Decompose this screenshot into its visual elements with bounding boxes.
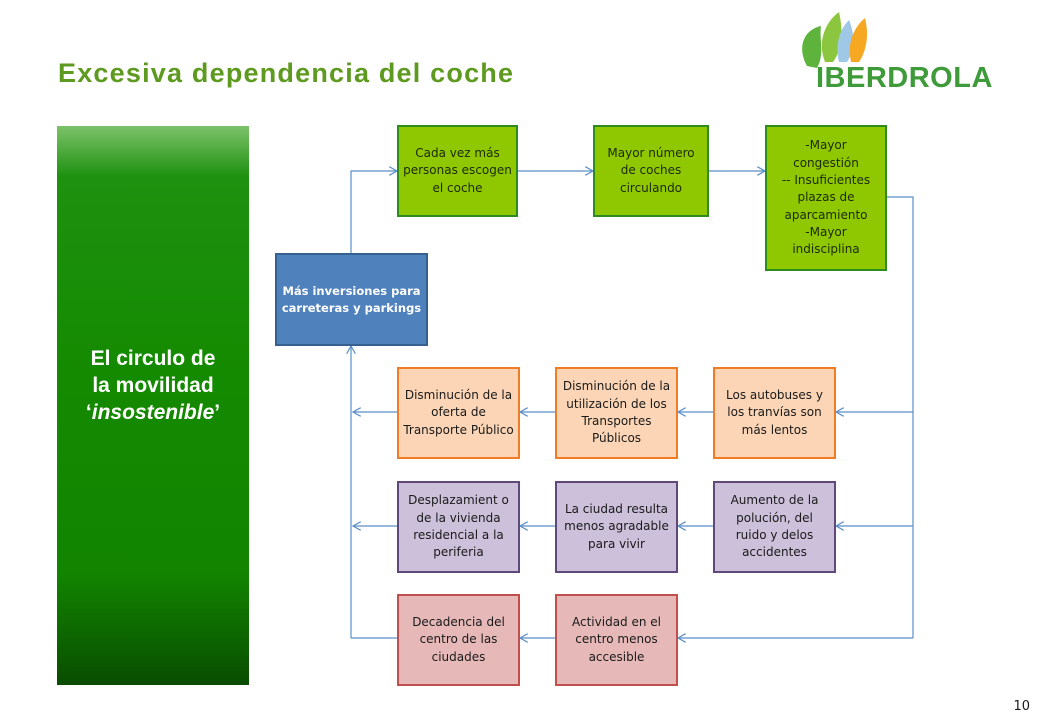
box-more-investment: Más inversiones para carreteras y parkin… bbox=[275, 253, 428, 346]
leaf-drops-icon bbox=[802, 12, 867, 68]
side-line-2: la movilidad bbox=[92, 373, 214, 397]
box-more-people-choose-car: Cada vez más personas escogen el coche bbox=[397, 125, 518, 217]
box-less-pleasant-city: La ciudad resulta menos agradable para v… bbox=[555, 481, 678, 573]
box-slower-buses: Los autobuses y los tranvías son más len… bbox=[713, 367, 836, 459]
box-city-centre-decline: Decadencia del centro de las ciudades bbox=[397, 594, 520, 686]
side-quote-close: ’ bbox=[214, 401, 221, 425]
box-more-cars: Mayor número de coches circulando bbox=[593, 125, 709, 217]
page-title: Excesiva dependencia del coche bbox=[58, 58, 515, 88]
box-congestion: -Mayor congestión -- Insuficientes plaza… bbox=[765, 125, 887, 271]
box-less-accessible-centre: Actividad en el centro menos accesible bbox=[555, 594, 678, 686]
side-line-3: insostenible bbox=[91, 401, 215, 425]
box-less-transport-offer: Disminución de la oferta de Transporte P… bbox=[397, 367, 520, 459]
page-number: 10 bbox=[1013, 699, 1030, 714]
side-quote-open: ‘ bbox=[85, 401, 92, 425]
side-panel: El circulo de la movilidad ‘insostenible… bbox=[57, 126, 249, 685]
logo-wordmark: IBERDROLA bbox=[816, 62, 993, 94]
box-housing-displacement: Desplazamient o de la vivienda residenci… bbox=[397, 481, 520, 573]
box-more-pollution: Aumento de la polución, del ruido y delo… bbox=[713, 481, 836, 573]
side-line-1: El circulo de bbox=[90, 346, 216, 370]
connector-b4-b1 bbox=[350, 171, 397, 253]
side-panel-text: El circulo de la movilidad ‘insostenible… bbox=[86, 345, 220, 427]
connector-b3-right bbox=[887, 196, 914, 638]
box-less-transport-use: Disminución de la utilización de los Tra… bbox=[555, 367, 678, 459]
